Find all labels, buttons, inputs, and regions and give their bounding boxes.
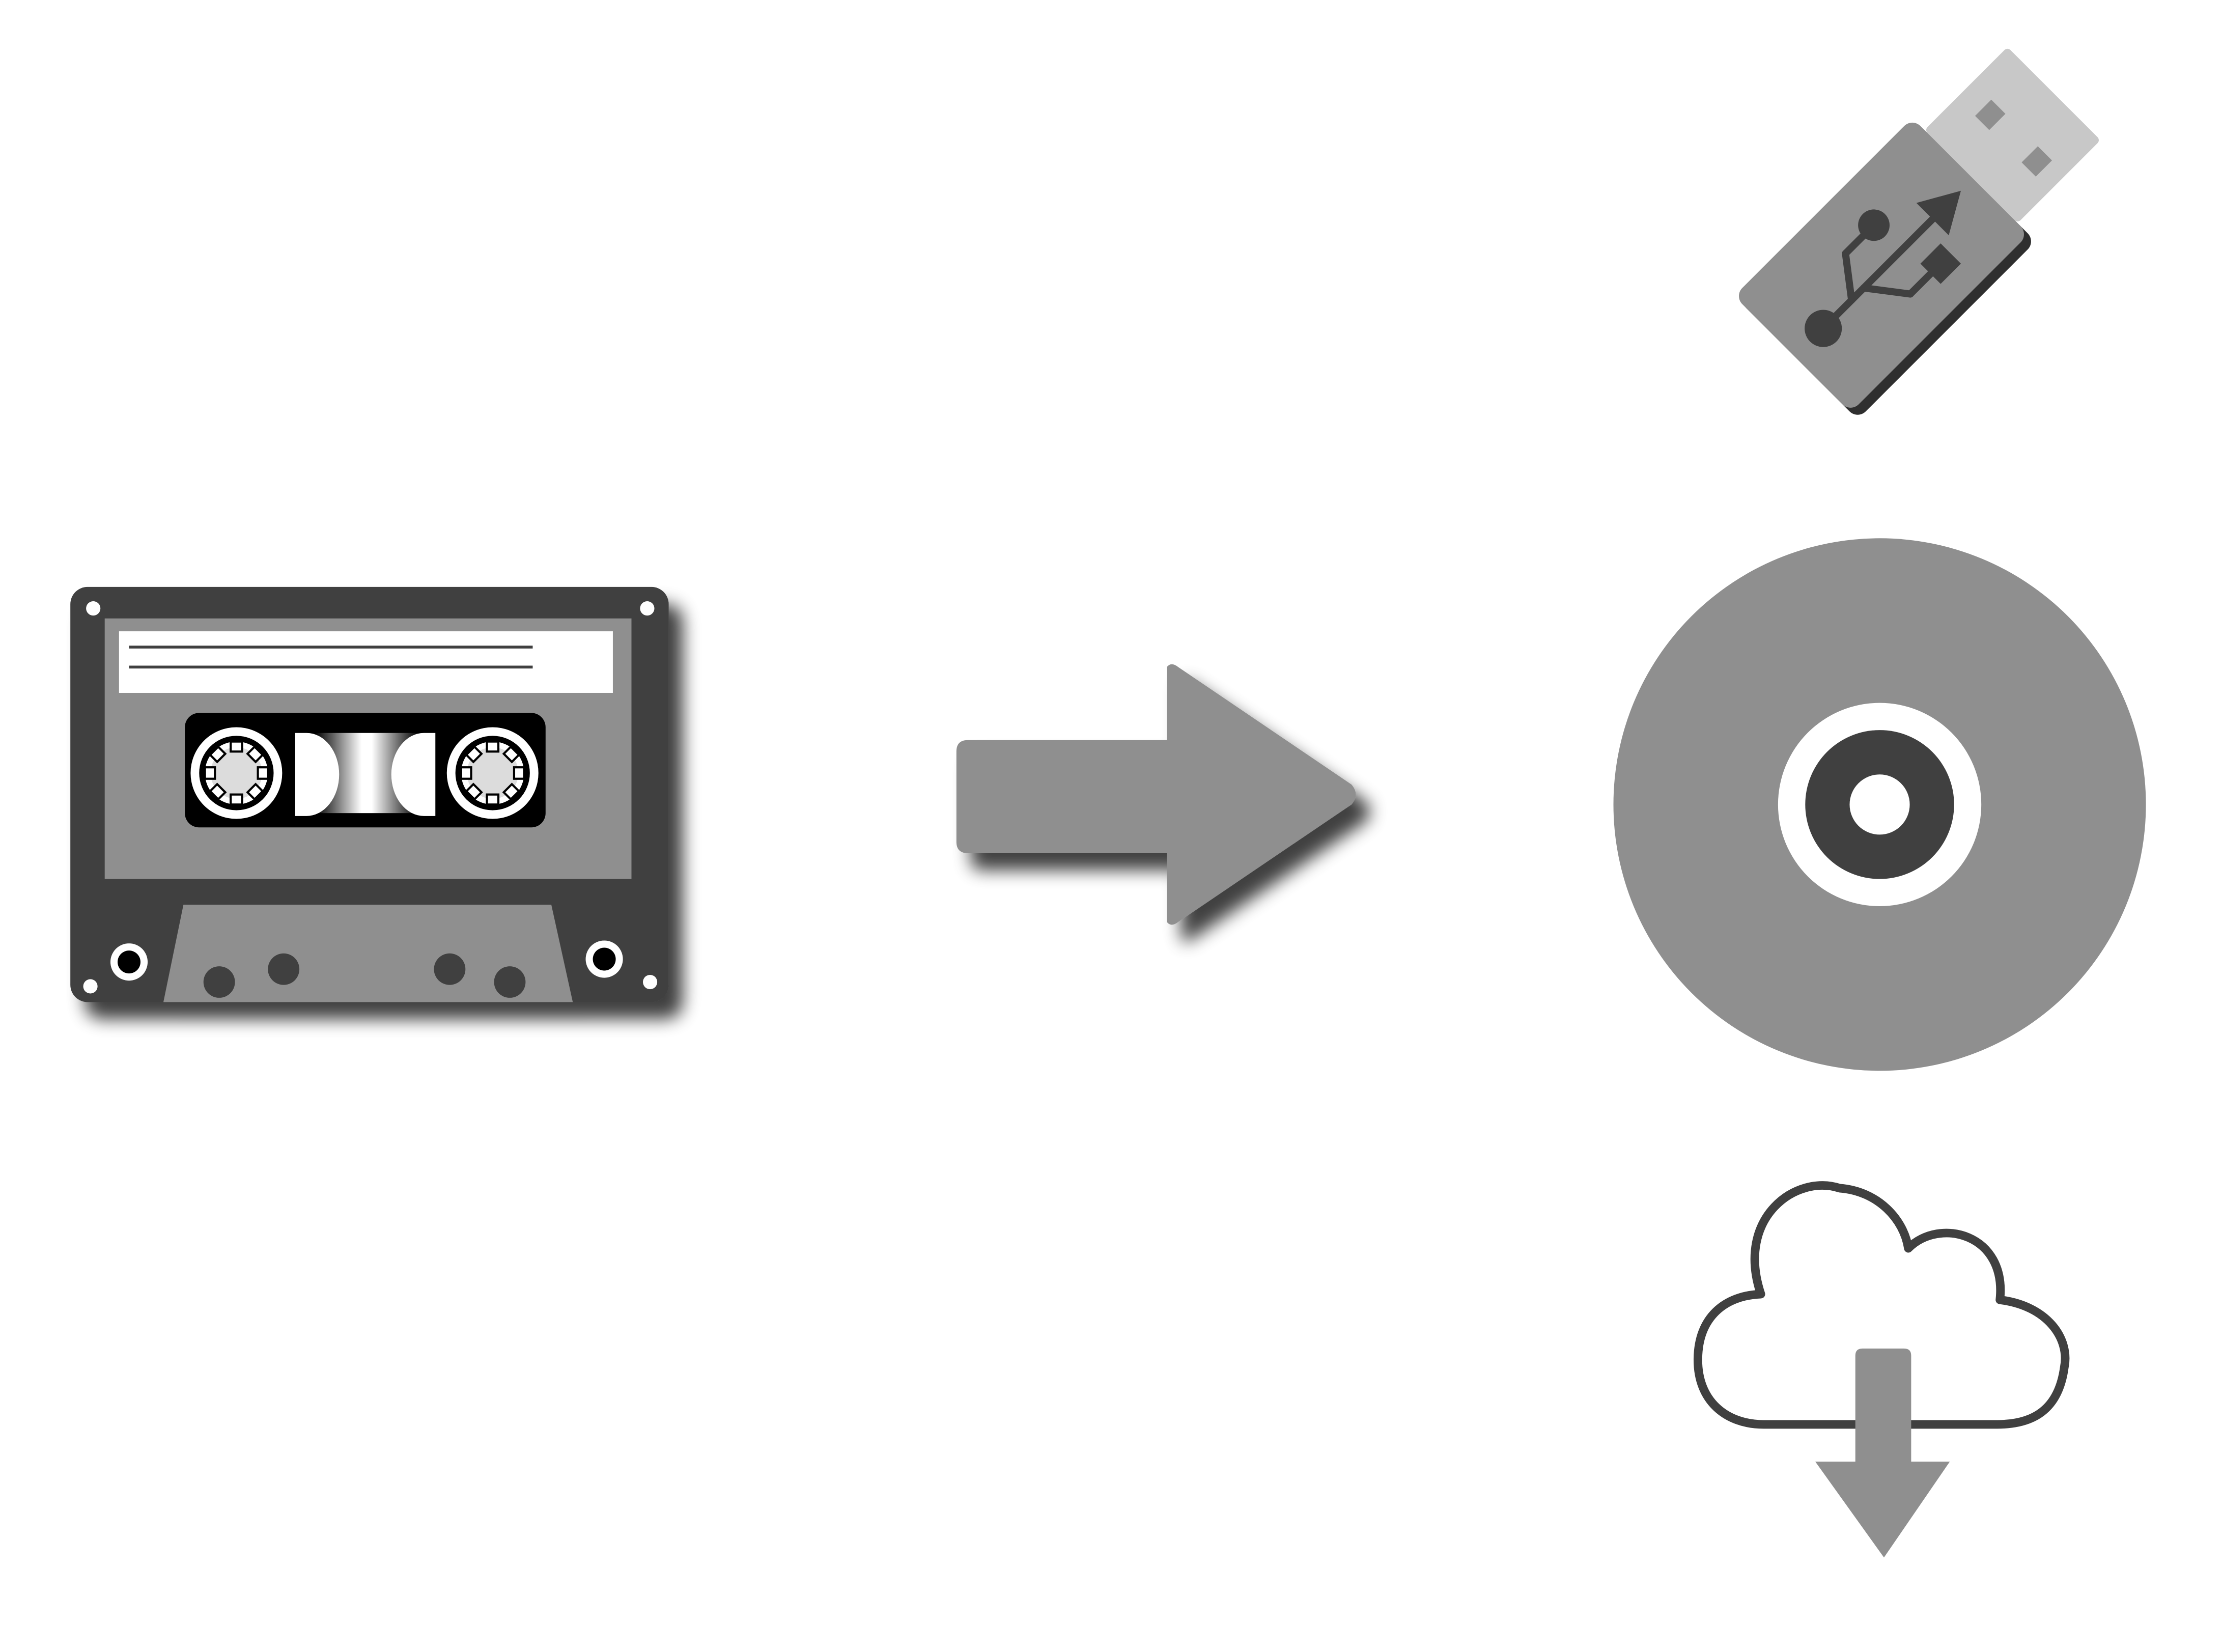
cassette-tape-icon xyxy=(70,586,669,1002)
right-arrow-icon xyxy=(956,664,1356,925)
cd-disc-icon xyxy=(1613,538,2146,1071)
cloud-download-icon xyxy=(1693,1181,2070,1558)
cloud-outline xyxy=(1693,1181,2070,1429)
usb-drive-icon xyxy=(1738,48,2099,415)
download-arrow-icon xyxy=(1815,1348,1950,1558)
